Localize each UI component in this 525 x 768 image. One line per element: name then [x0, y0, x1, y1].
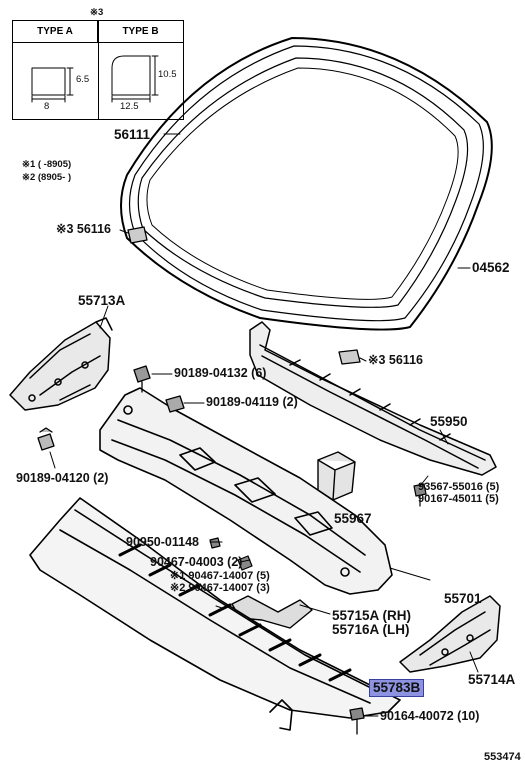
note-1: ※1 ( -8905)	[22, 159, 72, 170]
label-56116-right: ※3 56116	[368, 353, 423, 367]
louver-55783b	[29, 497, 401, 731]
label-90164-40072: 90164-40072 (10)	[380, 709, 480, 723]
type-b-height: 10.5	[158, 69, 177, 80]
label-55950: 55950	[430, 414, 468, 429]
label-55713a: 55713A	[78, 293, 126, 308]
windshield-glass	[120, 37, 493, 331]
label-90189-04120: 90189-04120 (2)	[16, 471, 109, 485]
clip-90467-04003	[237, 555, 253, 571]
table-note-mark: ※3	[90, 7, 104, 18]
type-table-divider	[98, 21, 99, 119]
screw-90164	[349, 707, 365, 735]
type-a-shape	[31, 67, 74, 103]
label-55701: 55701	[444, 591, 482, 606]
type-b-shape	[111, 55, 159, 103]
stopper-56116-right	[338, 349, 361, 365]
label-55716a: 55716A (LH)	[332, 622, 410, 637]
duct-55967	[317, 451, 356, 501]
leader-lines	[49, 133, 479, 717]
label-56116-left: ※3 56116	[56, 222, 111, 236]
clip-90189-04120	[37, 427, 55, 451]
label-90189-04132: 90189-04132 (6)	[174, 366, 267, 380]
label-90467-14007-2: ※2 90467-14007 (3)	[170, 582, 270, 594]
diagram-id: 553474	[484, 751, 521, 763]
label-55715a: 55715A (RH)	[332, 608, 412, 623]
label-90467-04003: 90467-04003 (2)	[150, 555, 243, 569]
label-56111: 56111	[114, 127, 151, 142]
label-04562: 04562	[472, 260, 510, 275]
type-table: TYPE A TYPE B	[12, 20, 184, 120]
label-93567-55016: 93567-55016 (5)	[418, 481, 500, 493]
label-90167-45011: 90167-45011 (5)	[418, 493, 499, 505]
label-90467-14007-1: ※1 90467-14007 (5)	[170, 570, 270, 582]
clip-90189-04119	[165, 395, 185, 413]
type-b-header: TYPE B	[98, 21, 183, 43]
type-a-width: 8	[44, 101, 50, 112]
screw-90189-04132	[133, 365, 151, 393]
type-a-height: 6.5	[76, 74, 90, 85]
bracket-55713a	[9, 317, 113, 411]
bracket-55714a	[399, 595, 501, 673]
label-55783b-highlighted[interactable]: 55783B	[369, 679, 425, 697]
stopper-56116-left	[127, 226, 148, 244]
type-b-width: 12.5	[120, 101, 139, 112]
label-90189-04119: 90189-04119 (2)	[206, 395, 298, 409]
note-2: ※2 (8905- )	[22, 172, 72, 183]
screw-90950	[209, 537, 221, 549]
label-55714a: 55714A	[468, 672, 516, 687]
label-55967: 55967	[334, 511, 372, 526]
label-90950-01148: 90950-01148	[126, 535, 199, 549]
louver-55950	[249, 321, 497, 476]
type-a-header: TYPE A	[13, 21, 98, 43]
